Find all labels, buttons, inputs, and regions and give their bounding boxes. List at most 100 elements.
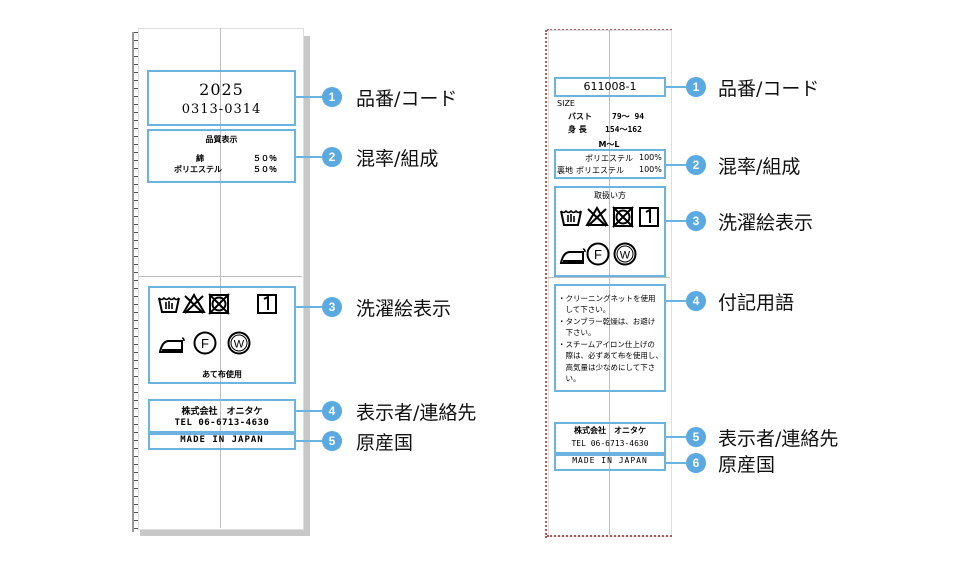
wet-clean-w-icon: W — [227, 331, 251, 355]
right-care-title: 取扱い方 — [594, 191, 626, 200]
left-callout-text-2: 混率/組成 — [356, 148, 439, 170]
left-label-shadow — [302, 36, 310, 536]
left-callout-text-3: 洗濯絵表示 — [356, 298, 452, 320]
right-material-1: ポリエステル — [585, 154, 633, 163]
right-percent-2: 100% — [639, 165, 662, 174]
dry-clean-f-icon: F — [193, 331, 217, 355]
left-box-product-code — [147, 70, 296, 126]
left-callout-line-2 — [296, 156, 322, 158]
dry-clean-f-icon: F — [586, 242, 610, 266]
right-bottom-dots — [547, 535, 672, 537]
right-size: M～L — [598, 140, 620, 149]
right-callout-line-6 — [666, 462, 686, 464]
left-product-code: 0313-0314 — [181, 102, 262, 117]
iron-low-icon — [158, 337, 185, 353]
right-note-7: 高気量は少なめにして下さ — [558, 363, 656, 372]
right-note-1: ・クリーニングネットを使用 — [558, 294, 656, 303]
right-box-origin — [554, 454, 666, 471]
right-callout-badge-1: 1 — [686, 77, 706, 97]
left-callout-text-1: 品番/コード — [356, 88, 458, 110]
right-callout-badge-6: 6 — [686, 453, 706, 473]
right-note-6: 際は、必ずあて布を使用し、 — [558, 351, 663, 360]
right-callout-badge-5: 5 — [686, 427, 706, 447]
dry-flat-icon — [257, 294, 277, 314]
left-callout-line-5 — [296, 440, 322, 442]
left-box-composition — [147, 129, 296, 183]
svg-text:W: W — [234, 339, 245, 351]
right-part-2: 裏地 — [557, 166, 573, 175]
dry-flat-icon — [639, 207, 659, 227]
right-box-care — [554, 186, 666, 277]
left-callout-badge-2: 2 — [322, 147, 342, 167]
no-tumble-dry-icon — [208, 293, 230, 315]
left-label-shadow-bottom — [140, 528, 310, 536]
right-company: 株式会社 オニタケ — [574, 426, 646, 435]
left-quality-title: 品質表示 — [205, 135, 238, 144]
right-origin: MADE IN JAPAN — [572, 456, 648, 465]
right-size-value-2: 154～162 — [605, 125, 642, 134]
svg-text:W: W — [620, 250, 631, 262]
right-callout-badge-4: 4 — [686, 291, 706, 311]
left-callout-line-4 — [296, 410, 322, 412]
right-callout-text-5: 表示者/連絡先 — [718, 428, 839, 450]
left-ruler — [132, 32, 138, 532]
left-fold-line — [138, 276, 302, 277]
right-box-notes — [554, 284, 666, 392]
left-callout-line-1 — [296, 96, 322, 98]
svg-text:F: F — [201, 336, 209, 351]
right-callout-badge-3: 3 — [686, 211, 706, 231]
left-callout-badge-4: 4 — [322, 401, 342, 421]
left-center-line — [220, 28, 221, 528]
left-care-note: あて布使用 — [202, 370, 242, 379]
no-bleach-icon — [585, 206, 609, 227]
right-product-code: 611008-1 — [583, 80, 637, 93]
right-callout-line-1 — [666, 86, 686, 88]
left-label — [138, 28, 304, 530]
right-note-8: い。 — [558, 374, 581, 383]
right-callout-line-2 — [666, 164, 686, 166]
right-callout-text-6: 原産国 — [718, 454, 776, 476]
left-callout-text-4: 表示者/連絡先 — [356, 402, 477, 424]
no-tumble-dry-icon — [612, 206, 634, 228]
right-box-composition — [554, 149, 666, 179]
right-callout-text-2: 混率/組成 — [718, 156, 801, 178]
right-callout-text-1: 品番/コード — [718, 78, 820, 100]
left-callout-badge-3: 3 — [322, 297, 342, 317]
right-size-heading: SIZE — [557, 99, 575, 108]
no-bleach-icon — [182, 293, 206, 314]
hand-wash-icon — [560, 209, 582, 226]
right-callout-line-4 — [666, 300, 686, 302]
right-callout-line-3 — [666, 220, 686, 222]
right-note-5: ・スチームアイロン仕上げの — [558, 340, 655, 349]
left-box-origin — [148, 433, 296, 450]
left-box-company — [148, 399, 296, 433]
right-fold-line — [548, 277, 670, 278]
right-tel: TEL 06-6713-4630 — [571, 439, 649, 448]
svg-text:F: F — [594, 247, 602, 262]
right-box-company — [554, 422, 666, 454]
left-product-number: 2025 — [199, 80, 244, 99]
left-company: 株式会社 オニタケ — [181, 407, 263, 417]
right-size-name-2: 身 長 — [568, 125, 587, 134]
right-callout-badge-2: 2 — [686, 155, 706, 175]
right-size-name-1: バスト — [568, 112, 592, 121]
left-callout-line-3 — [296, 306, 322, 308]
left-box-care — [148, 286, 296, 384]
right-center-line — [609, 30, 610, 535]
right-percent-1: 100% — [639, 153, 662, 162]
wet-clean-w-icon: W — [613, 242, 637, 266]
left-percent-2: ５０％ — [253, 165, 277, 174]
right-material-2: ポリエステル — [576, 166, 624, 175]
left-callout-badge-1: 1 — [322, 87, 342, 107]
right-box-product-code — [554, 77, 666, 97]
right-note-4: 下さい。 — [558, 328, 596, 337]
left-callout-text-5: 原産国 — [356, 432, 414, 454]
left-material-2: ポリエステル — [174, 165, 222, 174]
right-note-2: して下さい。 — [558, 305, 611, 314]
left-percent-1: ５０％ — [253, 154, 277, 163]
left-material-1: 綿 — [196, 154, 204, 163]
hand-wash-icon — [158, 296, 180, 313]
right-note-3: ・タンブラー乾燥は、お避け — [558, 317, 656, 326]
iron-low-icon — [559, 248, 586, 264]
right-callout-text-3: 洗濯絵表示 — [718, 212, 814, 234]
